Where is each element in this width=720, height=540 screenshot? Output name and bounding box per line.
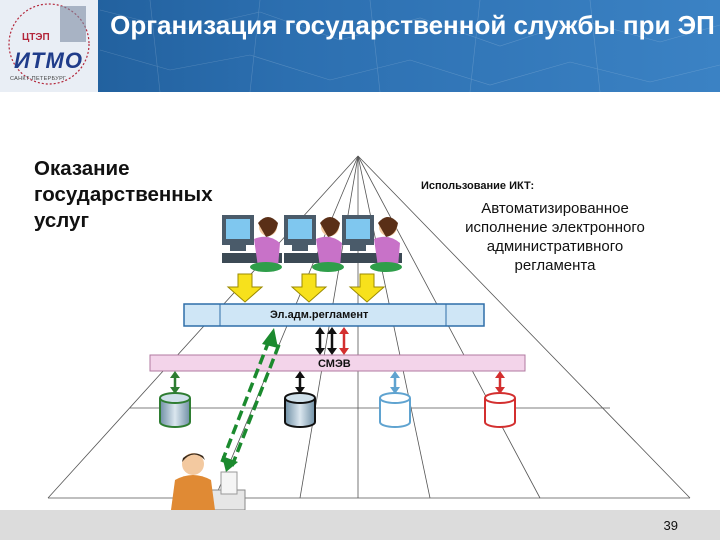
ikt-title: Использование ИКТ: bbox=[421, 180, 535, 192]
slide-title: Организация государственной службы при Э… bbox=[110, 10, 715, 40]
operator-person-icon bbox=[284, 215, 344, 272]
ikt-desc-line-2: исполнение электронного bbox=[465, 219, 645, 236]
operator-person-icon bbox=[342, 215, 402, 272]
citizen-person-icon bbox=[171, 453, 246, 510]
operators-group bbox=[222, 215, 402, 272]
regulation-bar-label: Эл.адм.регламент bbox=[270, 309, 369, 321]
logo-small-text: ЦТЭП bbox=[22, 32, 50, 43]
operator-person-icon bbox=[222, 215, 282, 272]
database-icon bbox=[484, 371, 516, 428]
page-number: 39 bbox=[663, 518, 678, 533]
smev-bar: СМЭВ bbox=[149, 354, 526, 372]
yellow-down-arrow-icon bbox=[226, 273, 264, 303]
yellow-down-arrow-icon bbox=[348, 273, 386, 303]
ikt-desc-line-3: административного bbox=[486, 238, 624, 255]
regulation-bar: Эл.адм.регламент bbox=[183, 303, 485, 327]
ikt-description: Автоматизированное исполнение электронно… bbox=[424, 199, 686, 275]
ikt-desc-line-1: Автоматизированное bbox=[481, 200, 629, 217]
bar-connector-arrows bbox=[315, 327, 349, 355]
slide-header: ЦТЭП ИТМО САНКТ-ПЕТЕРБУРГ Организация го… bbox=[0, 0, 720, 92]
itmo-logo: ЦТЭП ИТМО САНКТ-ПЕТЕРБУРГ bbox=[0, 0, 98, 92]
ikt-desc-line-4: регламента bbox=[514, 257, 596, 274]
database-icon bbox=[284, 371, 316, 428]
database-icon bbox=[379, 371, 411, 428]
left-heading: Оказание государственных услуг bbox=[34, 156, 213, 234]
smev-bar-label: СМЭВ bbox=[318, 358, 351, 370]
header-map-pattern bbox=[99, 0, 720, 92]
yellow-arrows bbox=[226, 273, 386, 303]
database-icon bbox=[159, 371, 191, 428]
left-heading-line-3: услуг bbox=[34, 209, 89, 232]
citizen-access-arrow bbox=[220, 328, 282, 472]
slide-footer: 39 bbox=[0, 510, 720, 540]
logo-main-text: ИТМО bbox=[14, 48, 83, 73]
yellow-down-arrow-icon bbox=[290, 273, 328, 303]
logo-emblem bbox=[8, 3, 90, 85]
pyramid-diagram: Эл.адм.регламент СМЭВ bbox=[47, 155, 691, 510]
logo-city-text: САНКТ-ПЕТЕРБУРГ bbox=[10, 76, 67, 82]
left-heading-line-1: Оказание bbox=[34, 157, 130, 180]
pyramid-lines bbox=[47, 155, 691, 499]
left-heading-line-2: государственных bbox=[34, 183, 213, 206]
databases bbox=[159, 371, 516, 428]
